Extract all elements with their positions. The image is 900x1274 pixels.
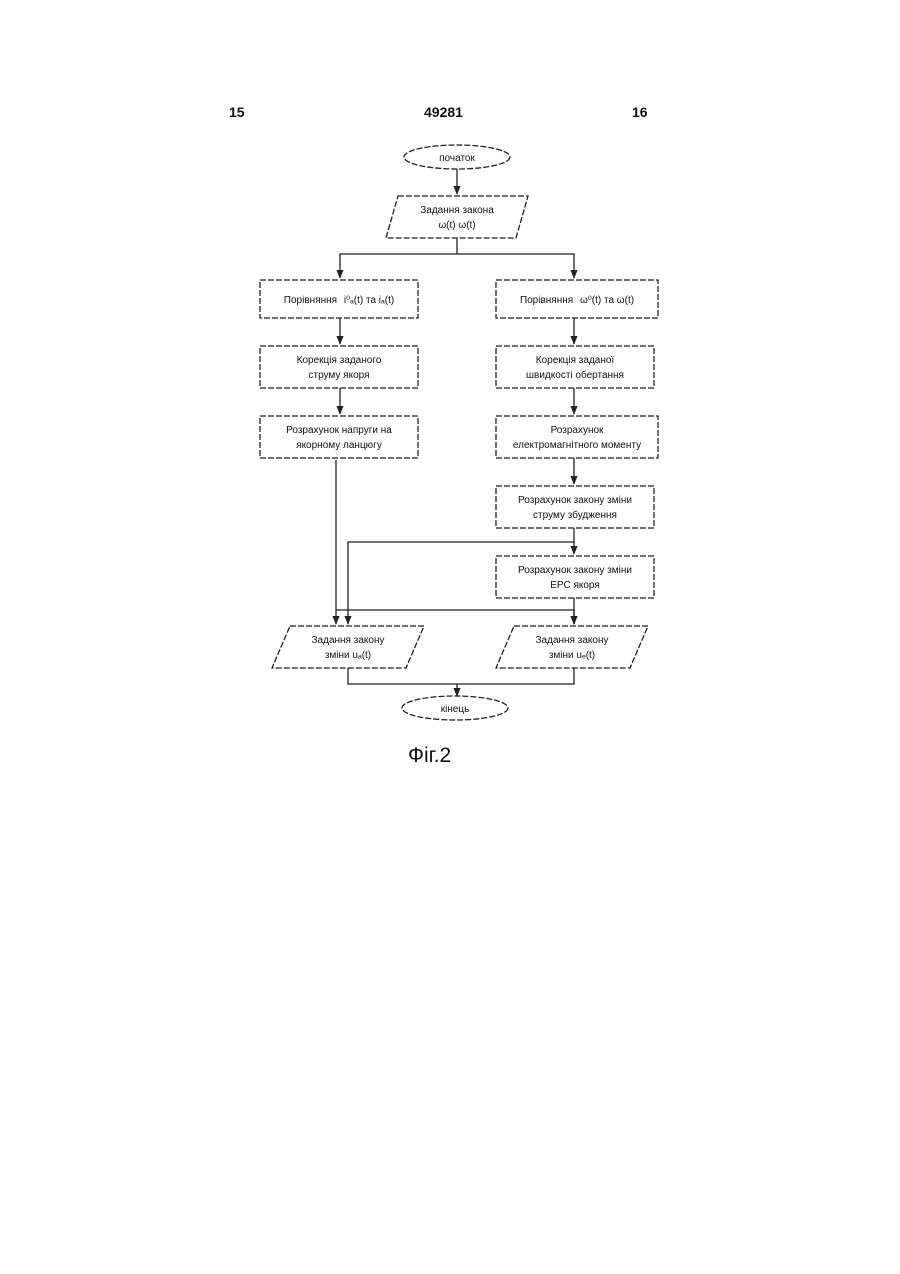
input-laws-line-1: Задання закона [420, 205, 494, 216]
output-left-line-2: зміни uₐ(t) [325, 650, 371, 661]
input-laws-node [386, 196, 528, 238]
correct-speed-line-1: Корекція заданої [536, 355, 615, 366]
correct-speed-node [496, 346, 654, 388]
input-laws-line-2: ω(t) ω(t) [438, 220, 475, 231]
calc-torque-line-2: електромагнітного моменту [513, 440, 641, 451]
compare-speed-line-2: ω⁰(t) та ω(t) [580, 295, 634, 306]
start-label: початок [439, 153, 475, 164]
arrow-voltage-to-output-right [336, 610, 574, 624]
calc-emf-node [496, 556, 654, 598]
compare-current-line-2: i⁰ₐ(t) та iₐ(t) [344, 295, 394, 306]
calc-torque-node [496, 416, 658, 458]
correct-speed-line-2: швидкості обертання [526, 369, 624, 381]
calc-excitation-line-2: струму збудження [533, 509, 617, 521]
arrow-input-to-compare-current [340, 238, 457, 278]
output-right-line-2: зміни uₑ(t) [549, 650, 595, 661]
compare-speed-line-1: Порівняння [520, 295, 573, 306]
correct-current-line-2: струму якоря [308, 370, 369, 381]
output-right-line-1: Задання закону [536, 635, 609, 646]
compare-current-line-1: Порівняння [284, 295, 337, 306]
calc-torque-line-1: Розрахунок [551, 425, 604, 436]
calc-voltage-node [260, 416, 418, 458]
calc-voltage-line-2: якорному ланцюгу [296, 440, 382, 451]
calc-emf-line-1: Розрахунок закону зміни [518, 565, 632, 576]
flowchart: початок кінець Задання закона ω(t) ω(t) … [0, 0, 900, 800]
correct-current-node [260, 346, 418, 388]
merge-outputs-line [348, 668, 574, 684]
compare-current-label: Порівняння i⁰ₐ(t) та iₐ(t) [284, 295, 394, 306]
calc-excitation-node [496, 486, 654, 528]
calc-emf-line-2: ЕРС якоря [550, 580, 600, 591]
end-label: кінець [441, 704, 470, 715]
figure-caption: Фіг.2 [408, 744, 451, 768]
calc-excitation-line-1: Розрахунок закону зміни [518, 495, 632, 506]
output-left-line-1: Задання закону [312, 635, 385, 646]
correct-current-line-1: Корекція заданого [297, 355, 382, 366]
calc-voltage-line-1: Розрахунок напруги на [286, 425, 392, 436]
output-left-node [272, 626, 424, 668]
output-right-node [496, 626, 648, 668]
arrow-input-to-compare-speed [457, 254, 574, 278]
